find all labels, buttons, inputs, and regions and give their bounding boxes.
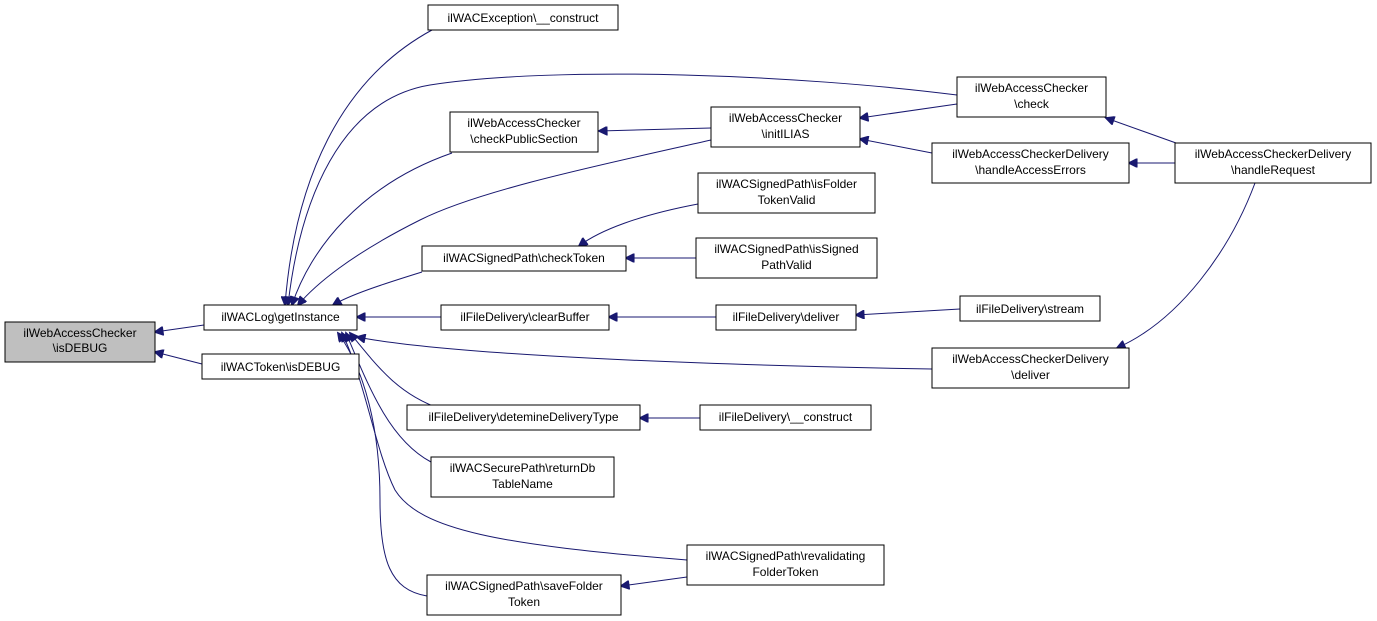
edge-check-public-section-to-getinstance: [292, 152, 453, 305]
svg-text:ilWACSignedPath\checkToken: ilWACSignedPath\checkToken: [443, 251, 605, 265]
node-revalidating-folder-token[interactable]: ilWACSignedPath\revalidating FolderToken: [686, 544, 885, 586]
svg-text:TableName: TableName: [492, 477, 553, 491]
edge-exception-construct-to-getinstance: [285, 29, 433, 305]
svg-text:ilWACSecurePath\returnDb: ilWACSecurePath\returnDb: [450, 461, 596, 475]
node-file-deliver[interactable]: ilFileDelivery\deliver: [715, 304, 857, 331]
svg-text:ilWebAccessChecker: ilWebAccessChecker: [975, 81, 1088, 95]
edge-checker-delivery-deliver-to-getinstance: [357, 337, 933, 370]
svg-text:\handleAccessErrors: \handleAccessErrors: [975, 163, 1086, 177]
svg-text:ilWACSignedPath\isSigned: ilWACSignedPath\isSigned: [714, 242, 858, 256]
edge-checker-check-to-init-ilias: [860, 103, 958, 118]
edge-handle-request-to-checker-delivery-deliver: [1117, 182, 1256, 348]
svg-text:\checkPublicSection: \checkPublicSection: [470, 132, 577, 146]
svg-text:ilWACToken\isDEBUG: ilWACToken\isDEBUG: [221, 360, 341, 374]
svg-text:TokenValid: TokenValid: [758, 193, 816, 207]
svg-text:Token: Token: [508, 595, 540, 609]
svg-text:PathValid: PathValid: [761, 258, 811, 272]
edge-token-isdebug-to-isdebug: [155, 352, 203, 365]
node-wac-log-getinstance[interactable]: ilWACLog\getInstance: [203, 304, 358, 331]
edge-detemine-delivery-type-to-getinstance: [350, 333, 442, 410]
node-checker-check[interactable]: ilWebAccessChecker \check: [956, 76, 1107, 118]
edge-handle-access-errors-to-init-ilias: [860, 139, 933, 154]
node-save-folder-token[interactable]: ilWACSignedPath\saveFolder Token: [426, 574, 622, 616]
svg-text:ilWebAccessChecker: ilWebAccessChecker: [467, 116, 580, 130]
svg-text:FolderToken: FolderToken: [752, 565, 818, 579]
svg-text:ilWebAccessCheckerDelivery: ilWebAccessCheckerDelivery: [952, 352, 1109, 366]
node-clear-buffer[interactable]: ilFileDelivery\clearBuffer: [440, 304, 610, 331]
node-check-token[interactable]: ilWACSignedPath\checkToken: [421, 245, 627, 272]
node-file-construct[interactable]: ilFileDelivery\__construct: [699, 404, 872, 431]
node-handle-access-errors[interactable]: ilWebAccessCheckerDelivery \handleAccess…: [931, 142, 1130, 184]
edge-file-stream-to-file-deliver: [856, 308, 961, 315]
svg-text:ilWACException\__construct: ilWACException\__construct: [448, 11, 600, 25]
node-check-public-section[interactable]: ilWebAccessChecker \checkPublicSection: [449, 111, 599, 153]
edge-init-ilias-to-getinstance: [298, 139, 712, 305]
nodes: ilWebAccessChecker \isDEBUG ilWACLog\get…: [4, 4, 1372, 616]
svg-text:\check: \check: [1014, 97, 1050, 111]
svg-text:ilFileDelivery\detemineDeliver: ilFileDelivery\detemineDeliveryType: [428, 410, 618, 424]
svg-text:ilFileDelivery\clearBuffer: ilFileDelivery\clearBuffer: [460, 310, 589, 324]
svg-text:\isDEBUG: \isDEBUG: [53, 341, 108, 355]
svg-text:ilFileDelivery\deliver: ilFileDelivery\deliver: [733, 310, 840, 324]
edge-revalidating-folder-token-to-save-folder-token: [621, 576, 688, 586]
edge-check-token-to-getinstance: [333, 271, 423, 305]
node-init-ilias[interactable]: ilWebAccessChecker \initILIAS: [710, 106, 861, 148]
svg-text:ilWebAccessCheckerDelivery: ilWebAccessCheckerDelivery: [1195, 147, 1352, 161]
edge-checker-check-to-getinstance: [288, 73, 958, 305]
svg-text:ilWACSignedPath\isFolder: ilWACSignedPath\isFolder: [716, 177, 857, 191]
node-detemine-delivery-type[interactable]: ilFileDelivery\detemineDeliveryType: [406, 404, 641, 431]
svg-text:\deliver: \deliver: [1011, 368, 1050, 382]
node-checker-delivery-deliver[interactable]: ilWebAccessCheckerDelivery \deliver: [931, 347, 1130, 389]
edge-getinstance-to-isdebug: [155, 324, 205, 332]
svg-text:ilWACSignedPath\saveFolder: ilWACSignedPath\saveFolder: [445, 579, 603, 593]
svg-text:ilWACSignedPath\revalidating: ilWACSignedPath\revalidating: [706, 549, 866, 563]
svg-text:ilFileDelivery\__construct: ilFileDelivery\__construct: [719, 410, 853, 424]
edge-is-folder-token-valid-to-check-token: [579, 203, 699, 246]
edge-init-ilias-to-check-public-section: [599, 128, 712, 131]
svg-text:ilWACLog\getInstance: ilWACLog\getInstance: [221, 310, 340, 324]
edge-revalidating-folder-token-to-getinstance: [342, 333, 688, 561]
svg-text:\initILIAS: \initILIAS: [761, 127, 809, 141]
node-file-stream[interactable]: ilFileDelivery\stream: [959, 295, 1101, 322]
node-wac-token-isdebug[interactable]: ilWACToken\isDEBUG: [201, 353, 360, 380]
svg-text:ilWebAccessCheckerDelivery: ilWebAccessCheckerDelivery: [952, 147, 1109, 161]
edge-return-db-table-name-to-getinstance: [346, 333, 432, 463]
node-is-folder-token-valid[interactable]: ilWACSignedPath\isFolder TokenValid: [697, 172, 876, 214]
svg-text:ilWebAccessChecker: ilWebAccessChecker: [23, 326, 136, 340]
svg-text:ilFileDelivery\stream: ilFileDelivery\stream: [976, 302, 1084, 316]
node-wac-exception-construct[interactable]: ilWACException\__construct: [427, 4, 619, 31]
svg-text:ilWebAccessChecker: ilWebAccessChecker: [729, 111, 842, 125]
node-return-db-table-name[interactable]: ilWACSecurePath\returnDb TableName: [430, 456, 615, 498]
node-webaccesschecker-isdebug[interactable]: ilWebAccessChecker \isDEBUG: [4, 321, 156, 363]
svg-text:\handleRequest: \handleRequest: [1231, 163, 1316, 177]
node-handle-request[interactable]: ilWebAccessCheckerDelivery \handleReques…: [1174, 142, 1372, 184]
node-is-signed-path-valid[interactable]: ilWACSignedPath\isSigned PathValid: [695, 237, 878, 279]
